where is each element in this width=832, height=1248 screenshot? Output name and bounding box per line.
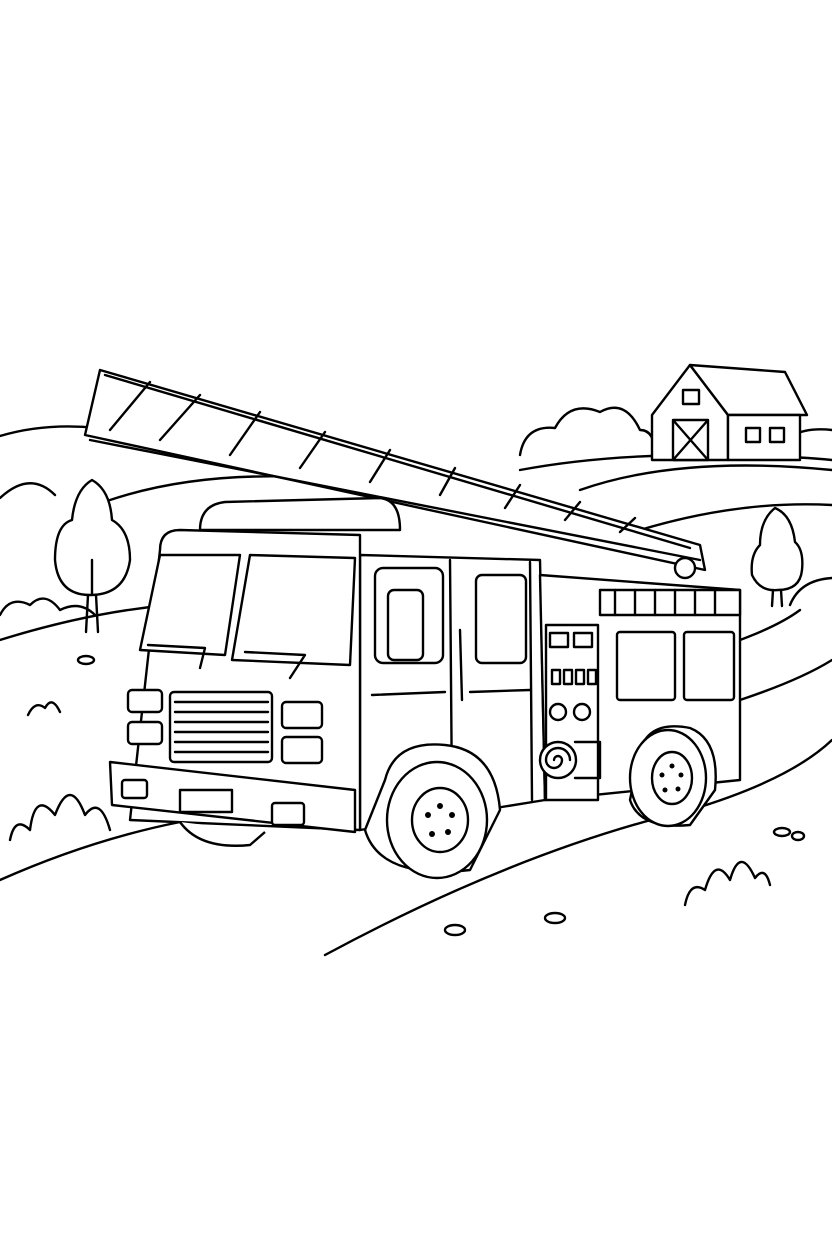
pebble bbox=[772, 826, 792, 838]
rack-bars bbox=[613, 588, 717, 617]
grass-left bbox=[8, 794, 112, 842]
lug-nut bbox=[675, 786, 681, 792]
ladder-rungs bbox=[108, 380, 637, 534]
compartment-window bbox=[682, 630, 736, 702]
hill-right-mid bbox=[578, 464, 832, 492]
pebble bbox=[76, 654, 96, 666]
bush-left-far bbox=[0, 482, 57, 500]
door-handle bbox=[458, 628, 464, 702]
lug-nut bbox=[449, 812, 455, 818]
grass-right bbox=[683, 860, 772, 907]
lug-nut bbox=[425, 812, 431, 818]
door-bottom-trim bbox=[370, 688, 532, 697]
rear-hub bbox=[650, 750, 694, 806]
gauge bbox=[572, 631, 594, 649]
headlight bbox=[280, 735, 324, 765]
grass-tufts bbox=[8, 654, 806, 937]
road-edge-upper bbox=[738, 608, 802, 642]
pebble bbox=[443, 923, 467, 937]
grille-bars bbox=[173, 700, 270, 754]
wipers bbox=[146, 643, 307, 680]
ladder bbox=[83, 368, 707, 580]
barn-side bbox=[726, 413, 802, 462]
pebble bbox=[543, 911, 567, 925]
barn bbox=[650, 363, 809, 462]
bumper-light bbox=[120, 778, 149, 800]
ladder-pivot bbox=[673, 556, 697, 580]
bushes-right bbox=[518, 406, 657, 457]
front-tire-left bbox=[179, 821, 266, 847]
dial bbox=[548, 702, 568, 722]
tree-right-trunk bbox=[770, 588, 784, 608]
grass-small-left bbox=[26, 701, 62, 717]
road-edge-left bbox=[0, 820, 182, 882]
road-edge-back-right bbox=[738, 658, 832, 702]
tree-left-trunk bbox=[84, 558, 100, 634]
headlight bbox=[280, 700, 324, 730]
bushes-right-lower bbox=[788, 576, 832, 607]
license-plate bbox=[178, 788, 234, 814]
side-mirror bbox=[386, 588, 425, 662]
top-rack bbox=[598, 588, 742, 617]
windshield-left bbox=[138, 553, 242, 657]
barn-roof bbox=[688, 363, 809, 417]
ladder-rails bbox=[88, 373, 702, 562]
lug-nut bbox=[429, 831, 435, 837]
bushes-left bbox=[0, 597, 97, 617]
lug-nut bbox=[445, 829, 451, 835]
rear-door-window bbox=[474, 573, 528, 665]
gauge bbox=[548, 631, 570, 649]
lug-nut bbox=[659, 772, 665, 778]
compartment-window bbox=[615, 630, 677, 702]
grille bbox=[168, 690, 274, 764]
bumper-light bbox=[270, 801, 306, 827]
valve-buttons bbox=[550, 668, 598, 686]
barn-window bbox=[744, 426, 762, 444]
hose-coil bbox=[544, 746, 572, 770]
barn-loft-window bbox=[681, 388, 701, 406]
headlight bbox=[126, 688, 164, 714]
pebble bbox=[790, 830, 806, 842]
lug-nut bbox=[678, 772, 684, 778]
barn-window bbox=[768, 426, 786, 444]
dial bbox=[572, 702, 592, 722]
tree-right-crown bbox=[750, 506, 804, 592]
hill-right-lower bbox=[638, 503, 832, 532]
wheels bbox=[363, 725, 717, 880]
windshield-right bbox=[230, 553, 357, 667]
hose-roll bbox=[573, 740, 602, 780]
trees bbox=[53, 478, 804, 634]
front-hub bbox=[410, 786, 470, 854]
tree-left-crown bbox=[53, 478, 132, 597]
lug-nut bbox=[662, 787, 668, 793]
headlight bbox=[126, 720, 164, 746]
roof-tank bbox=[198, 496, 402, 532]
ladder-frame bbox=[83, 368, 707, 572]
lug-nut bbox=[437, 803, 443, 809]
barn-door bbox=[671, 418, 710, 462]
lug-nut bbox=[669, 763, 675, 769]
